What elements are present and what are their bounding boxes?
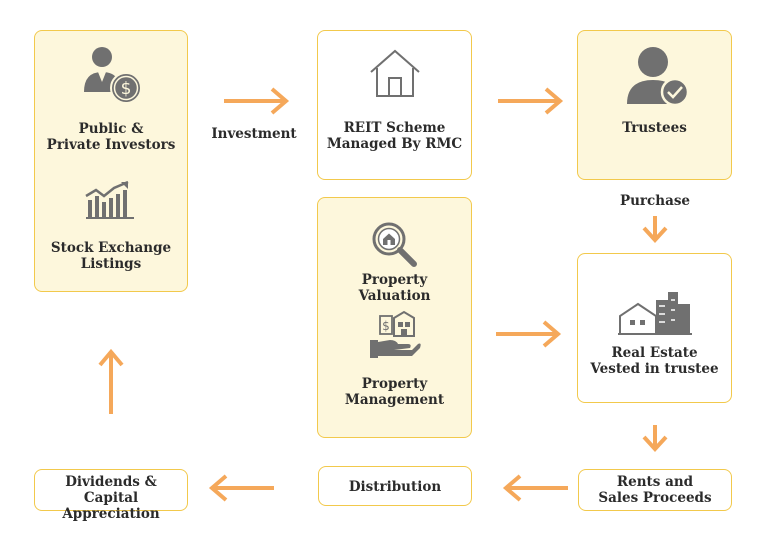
- reit-scheme-label: REIT Scheme Managed By RMC: [326, 120, 463, 152]
- real-estate-box: [577, 253, 732, 403]
- investor-dollar-icon: $: [84, 47, 142, 104]
- arrow-property-to-real-estate: [496, 320, 562, 348]
- rents-label: Rents and Sales Proceeds: [598, 474, 712, 506]
- svg-text:$: $: [382, 319, 390, 333]
- dividends-box: [34, 469, 188, 511]
- trustees-label: Trustees: [622, 120, 687, 136]
- rising-chart-icon: [85, 180, 134, 219]
- verified-user-icon: [627, 47, 690, 107]
- buildings-icon: [618, 292, 692, 335]
- arrow-real-estate-to-rents: [642, 425, 668, 452]
- stock-exchange-label: Stock Exchange Listings: [50, 240, 172, 272]
- property-management-label: Property Management: [344, 376, 445, 408]
- magnifier-house-icon: [372, 222, 417, 267]
- distribution-label: Distribution: [348, 479, 442, 495]
- arrow-trustees-to-real-estate: [642, 216, 668, 243]
- arrow-investors-to-reit: [224, 87, 290, 115]
- svg-text:$: $: [121, 79, 132, 99]
- property-valuation-label: Property Valuation: [358, 272, 431, 304]
- purchase-label: Purchase: [619, 193, 691, 209]
- reit-scheme-box: [317, 30, 472, 180]
- real-estate-label: Real Estate Vested in trustee: [590, 345, 719, 377]
- rents-box: [578, 469, 732, 511]
- investors-label: Public & Private Investors: [46, 121, 176, 153]
- arrow-dividends-to-investors: [98, 348, 124, 414]
- house-icon: [370, 49, 420, 97]
- arrow-reit-to-trustees: [498, 87, 564, 115]
- arrow-distribution-to-dividends: [208, 474, 274, 502]
- hand-property-icon: $: [370, 310, 421, 358]
- arrow-rents-to-distribution: [502, 474, 568, 502]
- investment-label: Investment: [211, 126, 297, 142]
- dividends-label: Dividends & Capital Appreciation: [62, 474, 160, 522]
- distribution-box: [318, 466, 472, 506]
